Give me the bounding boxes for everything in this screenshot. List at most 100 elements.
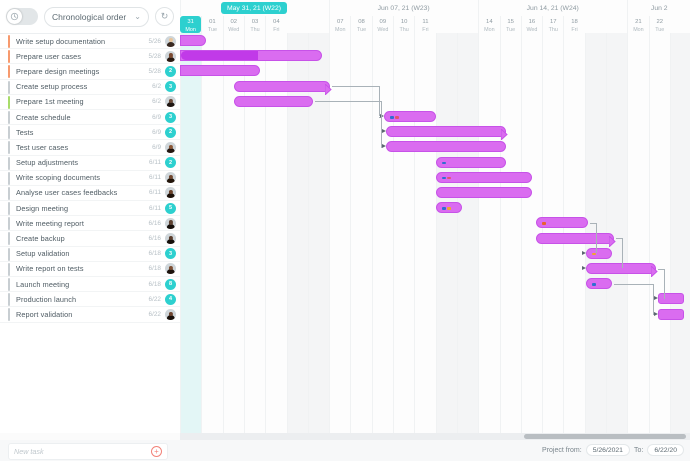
grid-line: [456, 33, 458, 433]
gantt-bar[interactable]: [658, 308, 684, 320]
gantt-bar[interactable]: [386, 126, 508, 142]
assignee-count-badge[interactable]: 2: [165, 157, 176, 169]
gantt-bar[interactable]: [436, 156, 506, 168]
project-to-value[interactable]: 6/22/20: [647, 444, 684, 456]
day-number: 09: [379, 19, 387, 25]
gantt-bar[interactable]: [436, 187, 532, 198]
assignee-count-badge[interactable]: 2: [165, 65, 176, 77]
gantt-bar[interactable]: [180, 50, 322, 62]
timeline-hscroll-track[interactable]: [180, 433, 690, 440]
day-number: 11: [422, 19, 429, 25]
assignee-count-badge[interactable]: 8: [165, 278, 176, 290]
avatar-body: [166, 147, 175, 153]
bar-marker: [442, 176, 446, 180]
avatar[interactable]: [165, 233, 176, 245]
gantt-bar[interactable]: [180, 35, 206, 46]
avatar[interactable]: [165, 96, 176, 108]
gantt-bar[interactable]: [536, 217, 588, 229]
day-weekday: Mon: [633, 26, 644, 33]
gantt-bar[interactable]: [234, 80, 332, 96]
week-separator: [478, 0, 480, 16]
history-toggle[interactable]: [6, 8, 38, 25]
gantt-bar[interactable]: [658, 293, 684, 305]
gantt-bar[interactable]: [436, 171, 532, 183]
avatar[interactable]: [165, 263, 176, 275]
weekend-column: [307, 33, 330, 433]
avatar[interactable]: [165, 187, 176, 199]
new-task-input[interactable]: New task +: [8, 443, 168, 460]
gantt-bar[interactable]: [586, 263, 658, 279]
avatar[interactable]: [165, 141, 176, 153]
grid-line: [180, 33, 181, 433]
assignee-count-badge[interactable]: 5: [165, 202, 176, 214]
gantt-bar[interactable]: [436, 202, 462, 214]
gantt-bar[interactable]: [586, 247, 612, 259]
day-number: 01: [209, 19, 216, 25]
assignee-count-badge[interactable]: 2: [165, 126, 176, 138]
avatar[interactable]: [165, 50, 176, 62]
gantt-bar[interactable]: [180, 65, 260, 77]
sort-order-select[interactable]: Chronological order ⌄: [44, 6, 149, 27]
gantt-bar[interactable]: [586, 278, 612, 290]
gantt-bar[interactable]: [384, 111, 436, 122]
assignee-count-badge[interactable]: 4: [165, 293, 176, 305]
task-color-strip: [8, 278, 10, 291]
gantt-bar[interactable]: [536, 232, 616, 248]
assignee-count-badge[interactable]: 3: [165, 111, 176, 123]
task-date: 5/28: [148, 52, 161, 60]
avatar[interactable]: [165, 172, 176, 184]
project-from-value[interactable]: 5/26/2021: [585, 444, 630, 456]
add-task-icon[interactable]: +: [151, 446, 162, 457]
gantt-bar[interactable]: [234, 95, 313, 107]
avatar[interactable]: [165, 35, 176, 47]
gantt-timeline[interactable]: May 31, 21 (W22)Jun 07, 21 (W23)Jun 14, …: [180, 0, 690, 433]
refresh-button[interactable]: ↻: [155, 7, 174, 26]
gantt-bar[interactable]: [386, 141, 506, 153]
day-number: 02: [230, 19, 238, 25]
grid-line: [350, 33, 352, 433]
avatar[interactable]: [165, 217, 176, 229]
timeline-hscroll-thumb[interactable]: [524, 434, 686, 439]
gantt-bars[interactable]: [180, 33, 690, 433]
avatar[interactable]: [165, 308, 176, 320]
assignee-count-badge[interactable]: 3: [165, 81, 176, 93]
assignee-count-badge[interactable]: 3: [165, 248, 176, 260]
